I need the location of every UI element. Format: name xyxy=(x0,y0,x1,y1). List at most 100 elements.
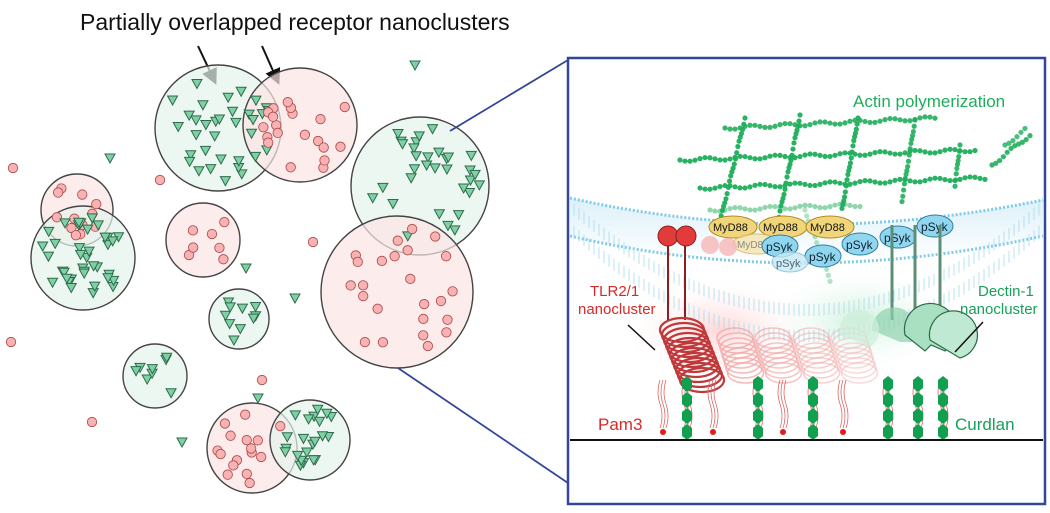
myd88-label-3: MyD88 xyxy=(810,222,845,234)
tlr-receptor-mark xyxy=(339,101,350,113)
tlr-receptor-mark xyxy=(5,336,17,348)
pam3-label: Pam3 xyxy=(598,415,642,434)
tlr-receptor-mark xyxy=(299,129,311,140)
tlr-receptor-mark xyxy=(392,235,403,246)
tlr-receptor-mark xyxy=(405,273,416,285)
tlr-receptor-mark xyxy=(215,448,226,460)
tlr-receptor-mark xyxy=(258,122,269,133)
dectin-pointer xyxy=(954,321,984,353)
tlr-receptor-mark xyxy=(282,96,293,108)
tlr-receptor-mark xyxy=(263,137,274,148)
psyk-label-5: pSyk xyxy=(921,220,949,234)
tlr-receptor-mark xyxy=(154,174,166,186)
tlr-receptor-mark xyxy=(359,337,371,348)
tlr-pointer xyxy=(627,324,656,351)
dectin-receptor-mark xyxy=(289,293,301,304)
tlr-receptor-mark xyxy=(376,255,387,267)
tlr-receptor-mark xyxy=(214,242,225,253)
zoom-line-top xyxy=(449,59,569,132)
tlr-receptor-mark xyxy=(345,280,356,291)
dectin-receptor-mark xyxy=(104,153,116,164)
tlr-receptor-mark xyxy=(335,141,346,152)
tlr-receptor-mark xyxy=(219,418,231,429)
tlr-receptor-mark xyxy=(372,303,383,314)
tlr-receptor-mark xyxy=(256,451,267,463)
myd88-label-2: MyD88 xyxy=(763,222,798,234)
tlr-receptor-mark xyxy=(246,443,257,454)
psyk-label-4: pSyk xyxy=(884,231,912,245)
tlr-receptor-mark xyxy=(52,187,64,198)
tlr-receptor-mark xyxy=(441,327,452,338)
tlr-receptor-mark xyxy=(256,374,268,386)
tlr-receptor-mark xyxy=(272,127,283,139)
tlr-receptor xyxy=(657,225,879,394)
tlr-receptor-mark xyxy=(241,434,252,446)
tlr-receptor-mark xyxy=(352,256,363,268)
tlr-receptor-mark xyxy=(440,251,452,262)
tlr-receptor-mark xyxy=(275,420,286,432)
tlr-receptor-mark xyxy=(377,337,389,348)
inset-panel: Actin polymerization MyD88 MyD88 MyD88 M… xyxy=(566,56,1047,506)
curdlan-label: Curdlan xyxy=(955,415,1015,434)
psyk-label-6: pSyk xyxy=(776,258,801,270)
tlr-receptor-mark xyxy=(430,231,441,242)
tlr-receptor-mark xyxy=(447,286,458,297)
tlr-receptor-mark xyxy=(307,236,319,248)
psyk-group: pSyk pSyk pSyk pSyk pSyk pSyk xyxy=(761,214,954,273)
actin-network xyxy=(677,112,1033,284)
cluster-red-top xyxy=(242,67,358,183)
dectin-receptor xyxy=(839,225,979,359)
tlr-receptor-mark xyxy=(267,111,279,122)
tlr-label-line1: TLR2/1 xyxy=(590,283,639,300)
psyk-label-1: pSyk xyxy=(766,240,794,254)
dectin-label-line2: nanocluster xyxy=(960,301,1038,318)
dectin-label-line1: Dectin-1 xyxy=(978,283,1034,300)
tlr-receptor-mark xyxy=(86,416,98,428)
tlr-head-1 xyxy=(657,225,679,247)
tlr-receptor-mark xyxy=(358,290,369,302)
tlr-receptor-mark xyxy=(252,435,263,446)
dectin-receptor-mark xyxy=(176,437,188,448)
tlr-receptor-mark xyxy=(315,114,326,125)
cluster-red-mid xyxy=(165,202,241,278)
tlr-receptor-mark xyxy=(318,142,329,153)
tlr-receptor-mark xyxy=(206,228,218,240)
tlr-receptor-mark xyxy=(319,155,330,166)
tlr-receptor-mark xyxy=(402,245,413,256)
tlr-receptor-mark xyxy=(422,340,434,352)
tlr-receptor-mark xyxy=(244,477,255,489)
tlr-receptor-mark xyxy=(225,430,236,441)
tlr-receptor-mark xyxy=(357,280,369,291)
ligand-strands xyxy=(657,376,949,440)
psyk-label-2: pSyk xyxy=(809,250,837,264)
tlr-head-2 xyxy=(675,225,697,247)
left-panel: Partially overlapped receptor nanocluste… xyxy=(5,9,510,494)
dectin-receptor-mark xyxy=(252,393,264,404)
zoom-line-bottom xyxy=(397,367,569,484)
psyk-label-3: pSyk xyxy=(846,238,874,252)
tlr-label-line2: nanocluster xyxy=(578,301,656,318)
dectin-lobe-3 xyxy=(928,310,979,359)
tlr-receptor-mark xyxy=(77,189,88,200)
tlr-receptor-mark xyxy=(7,162,19,174)
tlr-receptor-mark xyxy=(187,225,199,236)
tlr-receptor-mark xyxy=(228,460,239,471)
tlr-receptor-mark xyxy=(70,230,82,241)
tlr-receptor-mark xyxy=(241,468,252,480)
myd88-label-1: MyD88 xyxy=(713,222,748,234)
myd88-label-4: MyD88 xyxy=(737,240,769,251)
tlr-receptor-mark xyxy=(218,254,229,265)
dectin-receptor-mark xyxy=(240,263,252,274)
tlr-receptor-mark xyxy=(91,198,102,210)
tlr-receptor-mark xyxy=(389,251,400,262)
tlr-receptor-mark xyxy=(435,295,447,307)
tlr-receptor-mark xyxy=(222,469,233,480)
dectin-receptor-mark xyxy=(409,60,421,71)
tlr-receptor-mark xyxy=(188,242,199,253)
tlr-receptor-mark xyxy=(219,217,230,228)
header-title: Partially overlapped receptor nanocluste… xyxy=(80,9,510,35)
actin-label: Actin polymerization xyxy=(853,92,1005,111)
cluster-green-small-mid xyxy=(208,288,270,350)
tlr-receptor-mark xyxy=(419,299,430,310)
